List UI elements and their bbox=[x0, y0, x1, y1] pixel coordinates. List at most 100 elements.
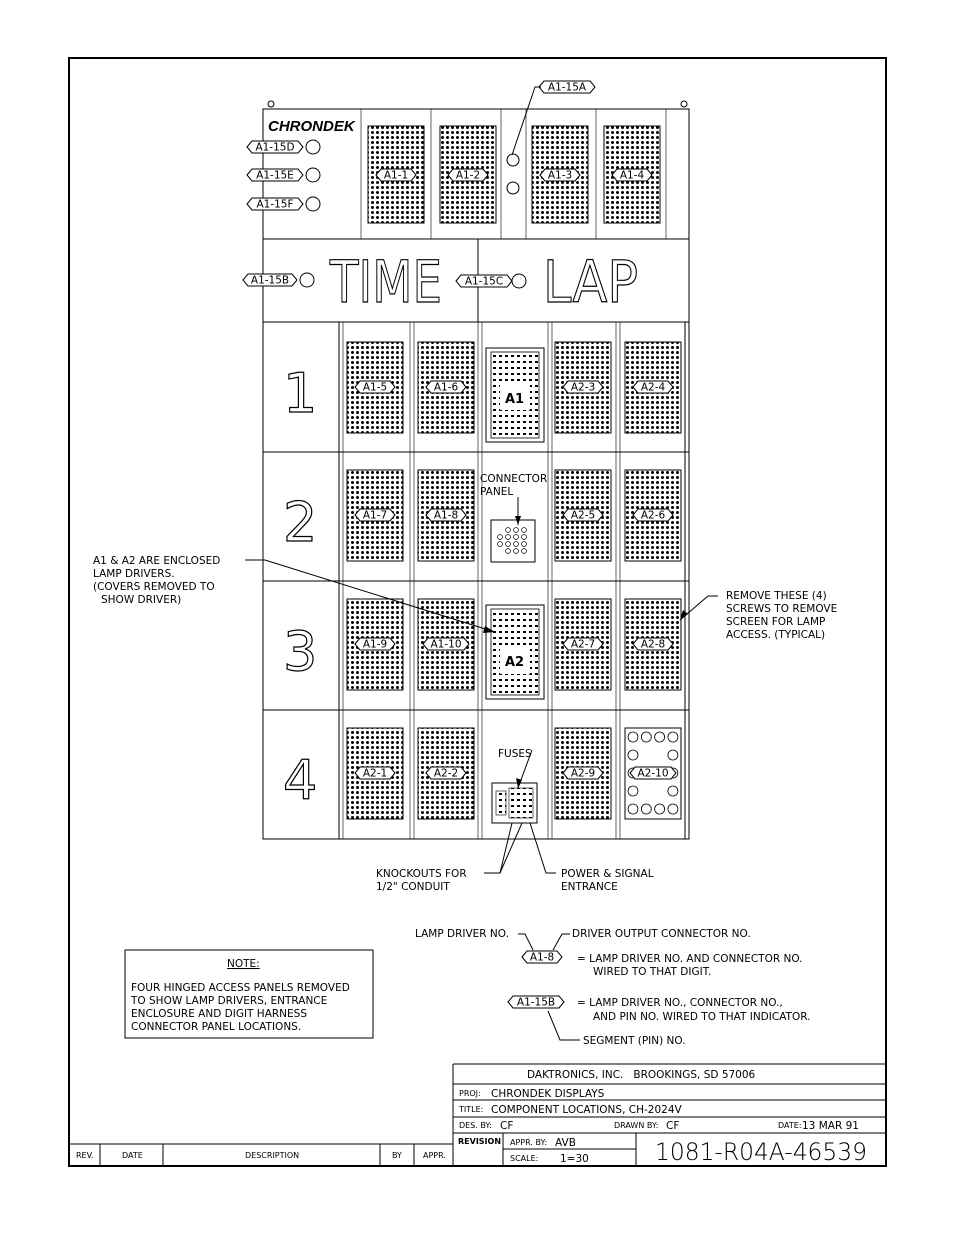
module-tag-a2-2: A2-2 bbox=[425, 766, 467, 780]
drawn-label: DRAWN BY: bbox=[614, 1121, 658, 1130]
entrance-enclosure bbox=[491, 782, 538, 824]
indicator-tag-a1-15f-text: A1-15F bbox=[256, 199, 293, 211]
legend-tag-a1-8-text: A1-8 bbox=[530, 952, 554, 964]
module-tag-a2-10: A2-10 bbox=[629, 766, 677, 780]
connector-panel bbox=[490, 519, 536, 563]
lap-header: LAP bbox=[543, 248, 638, 316]
company-name: DAKTRONICS, INC. BROOKINGS, SD 57006 bbox=[527, 1069, 756, 1081]
note-line-4: CONNECTOR PANEL LOCATIONS. bbox=[131, 1021, 301, 1033]
legend-desc-1a: = LAMP DRIVER NO. AND CONNECTOR NO. bbox=[577, 953, 803, 965]
module-tag-a1-7-text: A1-7 bbox=[363, 510, 387, 522]
label-knockouts-1: KNOCKOUTS FOR bbox=[376, 868, 467, 880]
module-tag-a2-10-text: A2-10 bbox=[637, 768, 668, 780]
module-tag-a1-1-text: A1-1 bbox=[384, 170, 408, 182]
label-enclosed-1: A1 & A2 ARE ENCLOSED bbox=[93, 555, 220, 567]
drawing-number: 1081-R04A-46539 bbox=[655, 1138, 867, 1166]
legend-tag-a1-8: A1-8 bbox=[521, 950, 563, 964]
legend-desc-2a: = LAMP DRIVER NO., CONNECTOR NO., bbox=[577, 997, 783, 1009]
revision-label: REVISION bbox=[458, 1137, 501, 1146]
module-tag-a2-4: A2-4 bbox=[632, 380, 674, 394]
proj-label: PROJ: bbox=[459, 1089, 481, 1098]
indicator-tag-a1-15f: A1-15F bbox=[246, 197, 304, 211]
note-line-2: TO SHOW LAMP DRIVERS, ENTRANCE bbox=[130, 995, 327, 1007]
module-tag-a1-2: A1-2 bbox=[447, 168, 489, 182]
sheet-border bbox=[68, 57, 887, 1167]
module-tag-a1-10-text: A1-10 bbox=[430, 639, 461, 651]
driver-a2-label: A2 bbox=[505, 655, 524, 670]
note-line-3: ENCLOSURE AND DIGIT HARNESS bbox=[131, 1008, 307, 1020]
description-col: DESCRIPTION bbox=[245, 1151, 299, 1160]
module-tag-a2-1: A2-1 bbox=[354, 766, 396, 780]
module-tag-a1-3: A1-3 bbox=[539, 168, 581, 182]
module-tag-a2-8: A2-8 bbox=[632, 637, 674, 651]
module-tag-a1-2-text: A1-2 bbox=[456, 170, 480, 182]
rev-col: REV. bbox=[76, 1151, 94, 1160]
module-tag-a1-9: A1-9 bbox=[354, 637, 396, 651]
note-title: NOTE: bbox=[227, 958, 260, 970]
module-tag-a1-8-text: A1-8 bbox=[434, 510, 458, 522]
appr-col: APPR. bbox=[423, 1151, 446, 1160]
module-tag-a2-2-text: A2-2 bbox=[434, 768, 458, 780]
module-tag-a1-10: A1-10 bbox=[422, 637, 470, 651]
legend-desc-2b: AND PIN NO. WIRED TO THAT INDICATOR. bbox=[593, 1011, 811, 1023]
indicator-tag-a1-15d: A1-15D bbox=[246, 140, 304, 154]
by-col: BY bbox=[392, 1151, 402, 1160]
title-value: COMPONENT LOCATIONS, CH-2024V bbox=[491, 1104, 682, 1116]
module-tag-a2-1-text: A2-1 bbox=[363, 768, 387, 780]
module-tag-a1-4-text: A1-4 bbox=[620, 170, 645, 182]
legend-desc-1b: WIRED TO THAT DIGIT. bbox=[593, 966, 711, 978]
scale-label: SCALE: bbox=[510, 1154, 538, 1163]
label-power-1: POWER & SIGNAL bbox=[561, 868, 654, 880]
appr-label: APPR. BY: bbox=[510, 1138, 547, 1147]
module-tag-a2-5-text: A2-5 bbox=[571, 510, 595, 522]
driver-a1-label: A1 bbox=[505, 392, 524, 407]
label-connector-panel-1: CONNECTOR bbox=[480, 473, 547, 485]
label-enclosed-2: LAMP DRIVERS. bbox=[93, 568, 175, 580]
module-tag-a1-8: A1-8 bbox=[425, 508, 467, 522]
module-tag-a1-7: A1-7 bbox=[354, 508, 396, 522]
row-digit-1: 1 bbox=[283, 362, 317, 425]
row-digit-2: 2 bbox=[283, 491, 317, 554]
indicator-tag-a1-15a-text: A1-15A bbox=[548, 82, 587, 94]
note-box: NOTE: FOUR HINGED ACCESS PANELS REMOVED … bbox=[124, 949, 374, 1039]
module-tag-a2-7-text: A2-7 bbox=[571, 639, 595, 651]
module-tag-a2-4-text: A2-4 bbox=[641, 382, 666, 394]
module-tag-a2-6-text: A2-6 bbox=[641, 510, 666, 522]
revision-table: REV. DATE DESCRIPTION BY APPR. bbox=[69, 1064, 454, 1166]
title-label: TITLE: bbox=[458, 1105, 483, 1114]
indicator-tag-a1-15c-text: A1-15C bbox=[465, 276, 503, 288]
des-label: DES. BY: bbox=[459, 1121, 492, 1130]
module-tag-a2-5: A2-5 bbox=[562, 508, 604, 522]
indicator-tag-a1-15c: A1-15C bbox=[455, 274, 513, 288]
date-col: DATE bbox=[122, 1151, 143, 1160]
indicator-tag-a1-15e: A1-15E bbox=[246, 168, 304, 182]
drawn-value: CF bbox=[666, 1120, 679, 1132]
lamp-driver-a1: A1 bbox=[485, 347, 545, 443]
legend-tag-a1-15b-text: A1-15B bbox=[517, 997, 555, 1009]
module-tag-a2-6: A2-6 bbox=[632, 508, 674, 522]
label-knockouts-2: 1/2" CONDUIT bbox=[376, 881, 450, 893]
module-tag-a1-1: A1-1 bbox=[375, 168, 417, 182]
module-tag-a2-7: A2-7 bbox=[562, 637, 604, 651]
legend: LAMP DRIVER NO. DRIVER OUTPUT CONNECTOR … bbox=[415, 928, 811, 1047]
time-header: TIME bbox=[329, 248, 442, 316]
module-tag-a1-5-text: A1-5 bbox=[363, 382, 387, 394]
module-tag-a2-3: A2-3 bbox=[562, 380, 604, 394]
module-tag-a1-3-text: A1-3 bbox=[548, 170, 572, 182]
module-tag-a2-3-text: A2-3 bbox=[571, 382, 595, 394]
indicator-tag-a1-15d-text: A1-15D bbox=[255, 142, 294, 154]
indicator-tag-a1-15e-text: A1-15E bbox=[256, 170, 294, 182]
label-remove-3: SCREEN FOR LAMP bbox=[726, 616, 825, 628]
module-tag-a1-5: A1-5 bbox=[354, 380, 396, 394]
scale-value: 1=30 bbox=[560, 1153, 589, 1165]
label-remove-4: ACCESS. (TYPICAL) bbox=[726, 629, 825, 641]
indicator-tag-a1-15b-text: A1-15B bbox=[251, 275, 289, 287]
appr-value: AVB bbox=[555, 1137, 576, 1149]
label-power-2: ENTRANCE bbox=[561, 881, 618, 893]
label-enclosed-3: (COVERS REMOVED TO bbox=[93, 581, 215, 593]
note-line-1: FOUR HINGED ACCESS PANELS REMOVED bbox=[131, 982, 350, 994]
module-tag-a2-8-text: A2-8 bbox=[641, 639, 665, 651]
indicator-tag-a1-15a: A1-15A bbox=[538, 80, 596, 94]
